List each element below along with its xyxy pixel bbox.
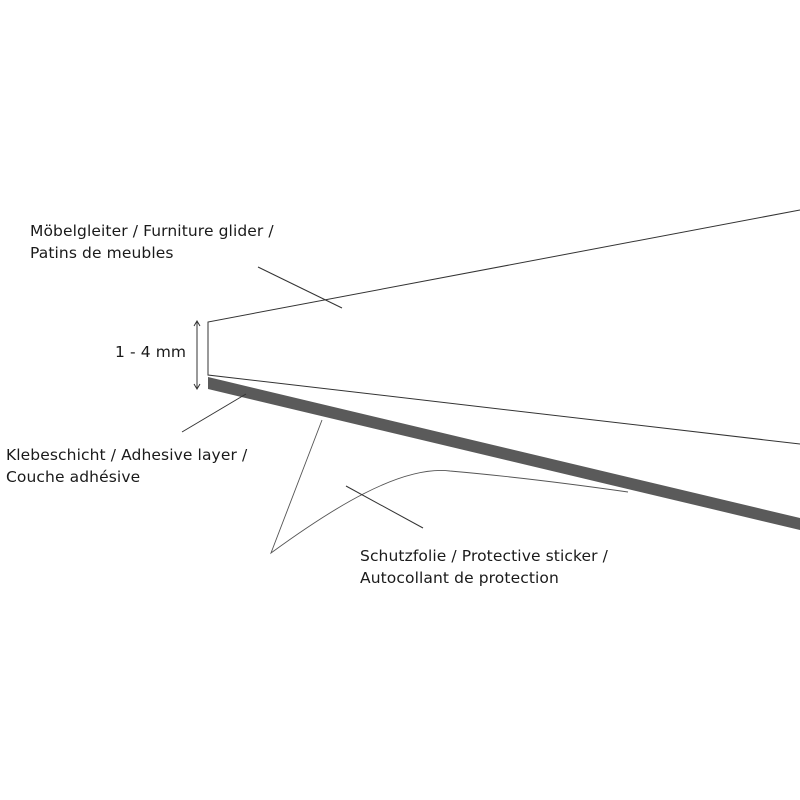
adhesive-label: Klebeschicht / Adhesive layer / Couche a… (6, 444, 247, 488)
sticker-leader-line (345, 485, 424, 529)
thickness-dimension-arrow (193, 320, 201, 390)
adhesive-label-line1: Klebeschicht / Adhesive layer / (6, 446, 248, 464)
sticker-label: Schutzfolie / Protective sticker / Autoc… (360, 545, 608, 589)
glider-label-line2: Patins de meubles (30, 244, 174, 262)
adhesive-layer (208, 377, 800, 530)
protective-sticker (270, 419, 629, 555)
glider-label-line1: Möbelgleiter / Furniture glider / (30, 222, 274, 240)
thickness-label: 1 - 4 mm (115, 343, 187, 361)
glider-outline (207, 209, 800, 445)
adhesive-leader-line (181, 393, 247, 433)
sticker-label-line1: Schutzfolie / Protective sticker / (360, 547, 608, 565)
glider-leader-line (257, 266, 343, 309)
sticker-label-line2: Autocollant de protection (360, 569, 559, 587)
glider-top-face (208, 210, 800, 444)
adhesive-label-line2: Couche adhésive (6, 468, 141, 486)
glider-label: Möbelgleiter / Furniture glider / Patins… (30, 220, 274, 264)
